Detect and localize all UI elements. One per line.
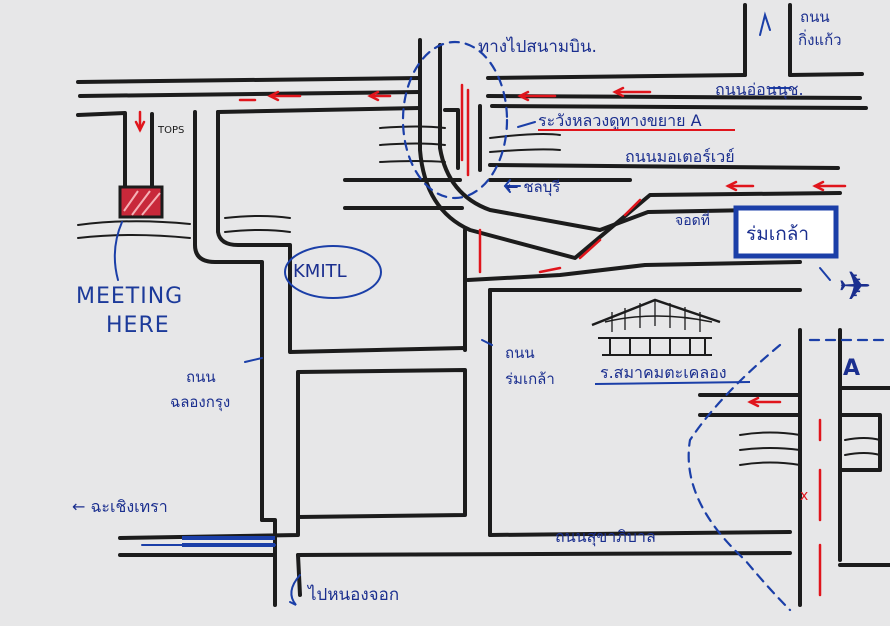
thai-building-underline <box>594 381 751 385</box>
road-label-chalongkrung-2: ฉลองกรุง <box>170 393 230 412</box>
chonburi-label: ← ชลบุรี <box>506 178 560 197</box>
warning-label: ระวังหลวงดูทางขยาย A <box>538 111 702 131</box>
plane-icon: ✈ <box>838 264 872 310</box>
road-label-onnut: ถนนอ่อนนุช. <box>715 80 804 100</box>
route-arrows <box>134 83 847 597</box>
checkpoint-label: จอดที่ <box>675 211 710 229</box>
marker-a: A <box>843 356 860 381</box>
airport-way-label: ทางไปสนามบิน. <box>478 36 597 57</box>
nongchok-arrow <box>289 574 301 606</box>
chachoengsao-label: ← ฉะเชิงเทรา <box>72 497 168 516</box>
side-streets <box>77 125 881 466</box>
road-label-sukhapiban: ถนนสุขาภิบาล <box>555 527 656 547</box>
x-mark-icon: x <box>800 488 808 504</box>
road-label-motorway: ถนนมอเตอร์เวย์ <box>625 147 735 166</box>
road-label-romklao-1: ถนน <box>505 344 535 362</box>
roads <box>76 3 890 607</box>
thai-building-label: ร.สมาคมตะเคลอง <box>600 363 727 382</box>
road-label-kingkaew-2: กิ่งแก้ว <box>798 29 842 49</box>
road-label-kingkaew-1: ถนน <box>800 8 830 26</box>
tops-label: TOPS <box>157 125 184 136</box>
kmitl-label: KMITL <box>293 261 347 282</box>
rom-klao-box <box>733 205 839 259</box>
blue-annotations <box>113 11 890 612</box>
here-label: HERE <box>106 313 170 338</box>
road-label-romklao-2: ร่มเกล้า <box>505 370 555 388</box>
road-label-chalongkrung-1: ถนน <box>186 368 216 386</box>
nongchok-label: ไปหนองจอก <box>306 584 399 605</box>
scribble-out <box>182 536 275 547</box>
meeting-label: MEETING <box>76 284 183 309</box>
rom-klao-box-label: ร่มเกล้า <box>746 223 809 245</box>
temple-building-sketch <box>591 298 721 356</box>
